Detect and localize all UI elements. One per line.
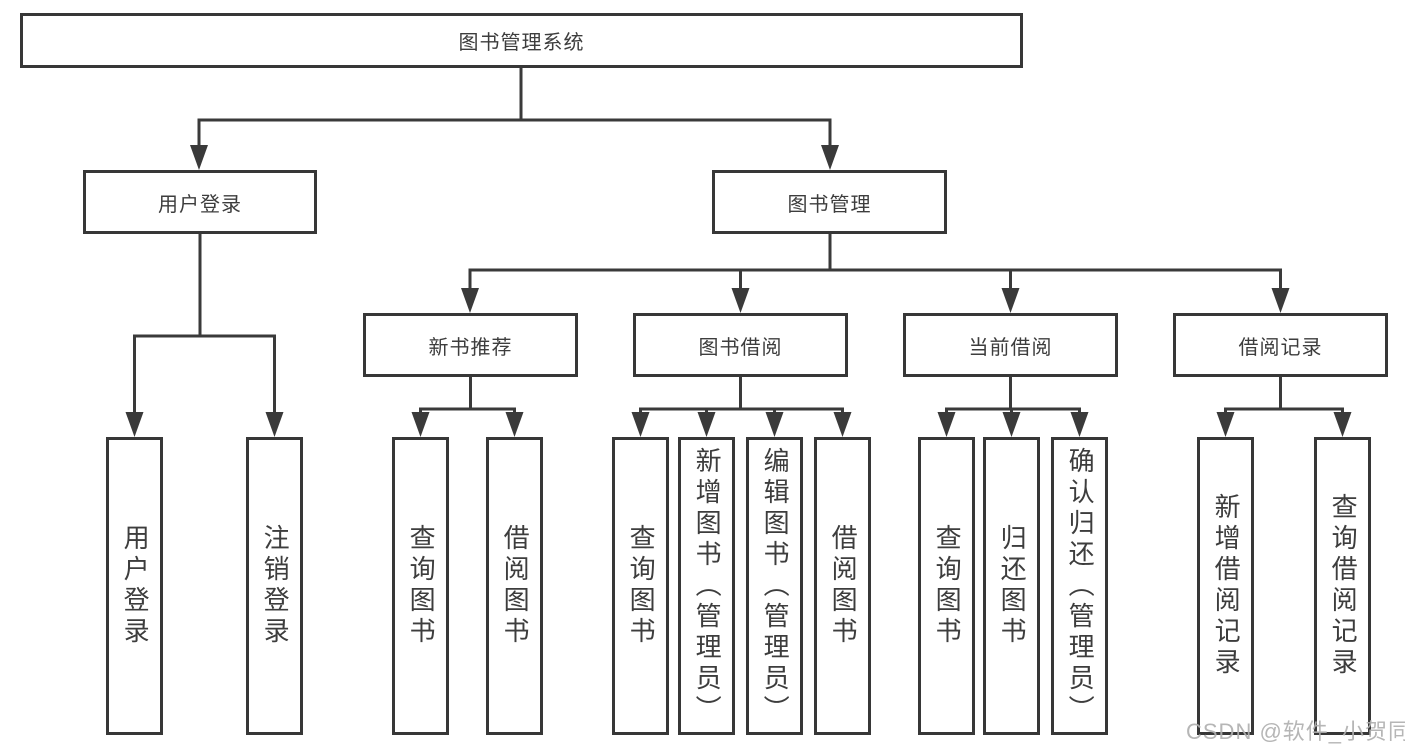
leaf-borrowing-edit-books-admin: 编辑图书（管理员） bbox=[746, 437, 803, 735]
node-new-book-recommendation: 新书推荐 bbox=[363, 313, 578, 377]
node-label: 图书借阅 bbox=[698, 336, 783, 359]
leaf-records-query-borrow-record: 查询借阅记录 bbox=[1314, 437, 1371, 735]
leaf-borrowing-query-books: 查询图书 bbox=[612, 437, 669, 735]
node-label: 查询图书 bbox=[406, 524, 437, 648]
node-current-borrowing: 当前借阅 bbox=[903, 313, 1118, 377]
node-label: 查询借阅记录 bbox=[1328, 493, 1359, 679]
connector-paths bbox=[133, 65, 1344, 415]
node-label: 确认归还（管理员） bbox=[1065, 446, 1096, 726]
leaf-user-login: 用户登录 bbox=[106, 437, 163, 735]
node-book-borrowing: 图书借阅 bbox=[633, 313, 848, 377]
leaf-borrowing-add-books-admin: 新增图书（管理员） bbox=[678, 437, 735, 735]
node-label: 借阅图书 bbox=[828, 524, 859, 648]
node-label: 用户登录 bbox=[158, 193, 242, 216]
node-label: 当前借阅 bbox=[968, 336, 1053, 359]
leaf-recommend-borrow-books: 借阅图书 bbox=[486, 437, 543, 735]
leaf-records-add-borrow-record: 新增借阅记录 bbox=[1197, 437, 1254, 735]
leaf-current-confirm-return-admin: 确认归还（管理员） bbox=[1051, 437, 1108, 735]
leaf-logout: 注销登录 bbox=[246, 437, 303, 735]
leaf-current-return-books: 归还图书 bbox=[983, 437, 1040, 735]
leaf-recommend-query-books: 查询图书 bbox=[392, 437, 449, 735]
node-label: 新书推荐 bbox=[428, 336, 513, 359]
node-label: 注销登录 bbox=[260, 524, 291, 648]
node-label: 新增借阅记录 bbox=[1211, 493, 1242, 679]
node-label: 借阅记录 bbox=[1238, 336, 1323, 359]
leaf-current-query-books: 查询图书 bbox=[918, 437, 975, 735]
node-label: 借阅图书 bbox=[500, 524, 531, 648]
node-borrowing-records: 借阅记录 bbox=[1173, 313, 1388, 377]
node-label: 查询图书 bbox=[932, 524, 963, 648]
node-label: 编辑图书（管理员） bbox=[760, 446, 791, 726]
node-user-login: 用户登录 bbox=[83, 170, 317, 234]
node-book-management: 图书管理 bbox=[712, 170, 947, 234]
node-library-system: 图书管理系统 bbox=[20, 13, 1023, 68]
node-label: 图书管理 bbox=[787, 193, 872, 216]
node-label: 用户登录 bbox=[120, 524, 151, 648]
node-label: 归还图书 bbox=[997, 524, 1028, 648]
arrowheads bbox=[125, 145, 1352, 437]
node-label: 查询图书 bbox=[626, 524, 657, 648]
leaf-borrowing-borrow-books: 借阅图书 bbox=[814, 437, 871, 735]
node-label: 新增图书（管理员） bbox=[692, 446, 723, 726]
node-label: 图书管理系统 bbox=[458, 32, 585, 54]
watermark: CSDN @软件_小贺同学 bbox=[1186, 719, 1405, 744]
